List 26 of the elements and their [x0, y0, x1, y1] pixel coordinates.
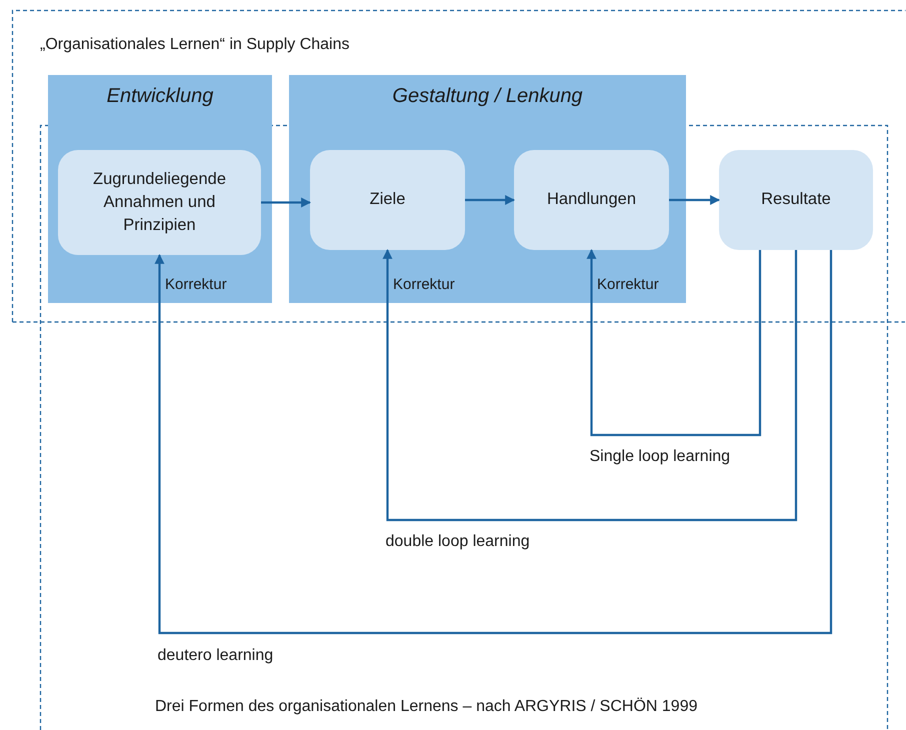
process-box	[514, 150, 669, 250]
diagram-title: „Organisationales Lernen“ in Supply Chains	[40, 36, 350, 54]
box-label: Handlungen	[546, 189, 637, 210]
box-label: Ziele	[368, 189, 406, 210]
arrow	[669, 195, 720, 205]
edge-label: deutero learning	[158, 647, 274, 665]
panel-heading: Entwicklung	[106, 85, 214, 108]
edge-label: double loop learning	[386, 533, 530, 551]
panel-heading: Gestaltung / Lenkung	[391, 85, 584, 108]
process-box	[719, 150, 873, 250]
annotation-label: Korrektur	[165, 276, 227, 293]
process-box	[58, 150, 261, 255]
arrow	[465, 195, 515, 205]
process-box	[310, 150, 465, 250]
annotation-label: Korrektur	[597, 276, 659, 293]
phase-panel	[289, 75, 686, 303]
arrow	[154, 250, 832, 634]
arrow	[261, 198, 311, 208]
box-label: Resultate	[760, 189, 832, 210]
annotation-label: Korrektur	[393, 276, 455, 293]
caption: Drei Formen des organisationalen Lernens – nach ARGYRIS / SCHÖN 1999	[155, 698, 698, 716]
arrow	[382, 249, 798, 522]
phase-panel	[48, 75, 272, 303]
edge-label: Single loop learning	[590, 448, 730, 466]
box-label: Zugrundeliegende Annahmen und Prinzipien	[92, 168, 228, 236]
arrow	[586, 249, 762, 436]
